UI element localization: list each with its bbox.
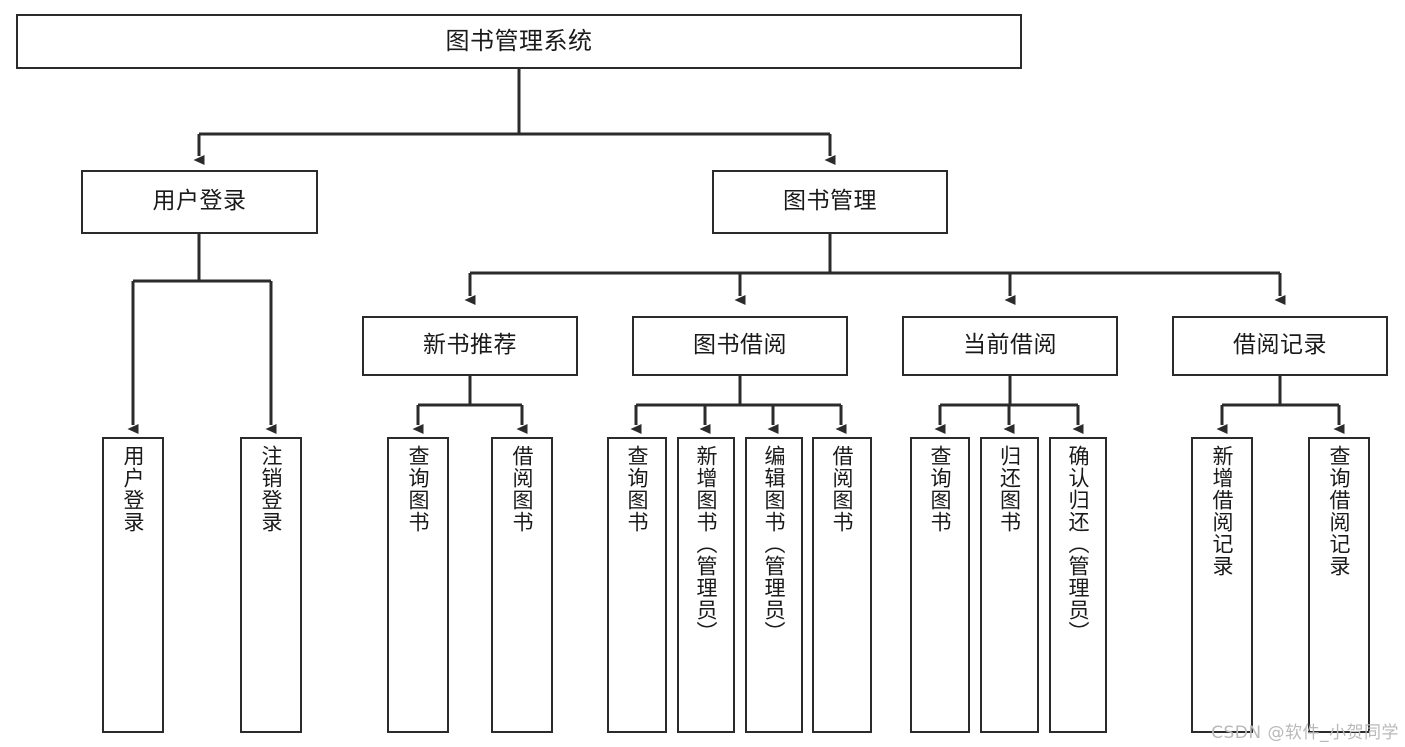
node-label: 借阅图书 (830, 445, 855, 533)
node-label: 借阅记录 (1233, 332, 1327, 359)
node-label: 图书管理 (783, 188, 877, 215)
leaf-add-borrow-record[interactable]: 新增借阅记录 (1191, 437, 1253, 733)
leaf-add-book-admin[interactable]: 新增图书（管理员） (677, 437, 735, 733)
node-label: 用户登录 (121, 445, 146, 533)
leaf-confirm-return-admin[interactable]: 确认归还（管理员） (1049, 437, 1107, 733)
node-label: 编辑图书（管理员） (762, 445, 787, 643)
csdn-watermark: CSDN @软件_小贺同学 (1211, 723, 1399, 743)
node-book-borrowing[interactable]: 图书借阅 (632, 316, 848, 376)
node-label: 查询图书 (406, 445, 431, 533)
leaf-edit-book-admin[interactable]: 编辑图书（管理员） (745, 437, 803, 733)
node-label: 归还图书 (997, 445, 1022, 533)
leaf-borrow-book[interactable]: 借阅图书 (812, 437, 872, 733)
leaf-query-book-new[interactable]: 查询图书 (387, 437, 449, 733)
node-label: 图书管理系统 (445, 27, 593, 56)
node-borrowing-records[interactable]: 借阅记录 (1172, 316, 1388, 376)
node-label: 查询借阅记录 (1327, 445, 1352, 577)
node-new-book-recommendation[interactable]: 新书推荐 (362, 316, 578, 376)
node-label: 查询图书 (625, 445, 650, 533)
leaf-return-book[interactable]: 归还图书 (980, 437, 1039, 733)
leaf-logout[interactable]: 注销登录 (240, 437, 302, 733)
node-user-login[interactable]: 用户登录 (81, 170, 318, 234)
leaf-borrow-book-new[interactable]: 借阅图书 (491, 437, 553, 733)
node-label: 用户登录 (152, 188, 247, 215)
leaf-query-borrow-record[interactable]: 查询借阅记录 (1308, 437, 1370, 733)
node-label: 新增借阅记录 (1210, 445, 1235, 577)
node-label: 确认归还（管理员） (1066, 445, 1091, 643)
node-label: 新书推荐 (423, 332, 517, 359)
node-label: 当前借阅 (963, 332, 1057, 359)
node-label: 查询图书 (928, 445, 953, 533)
node-current-borrowing[interactable]: 当前借阅 (902, 316, 1118, 376)
node-label: 注销登录 (259, 445, 284, 533)
node-label: 图书借阅 (693, 332, 787, 359)
node-book-management[interactable]: 图书管理 (712, 170, 948, 234)
leaf-query-book-current[interactable]: 查询图书 (910, 437, 970, 733)
node-label: 新增图书（管理员） (694, 445, 719, 643)
leaf-query-book-borrow[interactable]: 查询图书 (607, 437, 667, 733)
leaf-user-login[interactable]: 用户登录 (102, 437, 164, 733)
node-label: 借阅图书 (510, 445, 535, 533)
node-root-book-management-system[interactable]: 图书管理系统 (16, 14, 1022, 69)
